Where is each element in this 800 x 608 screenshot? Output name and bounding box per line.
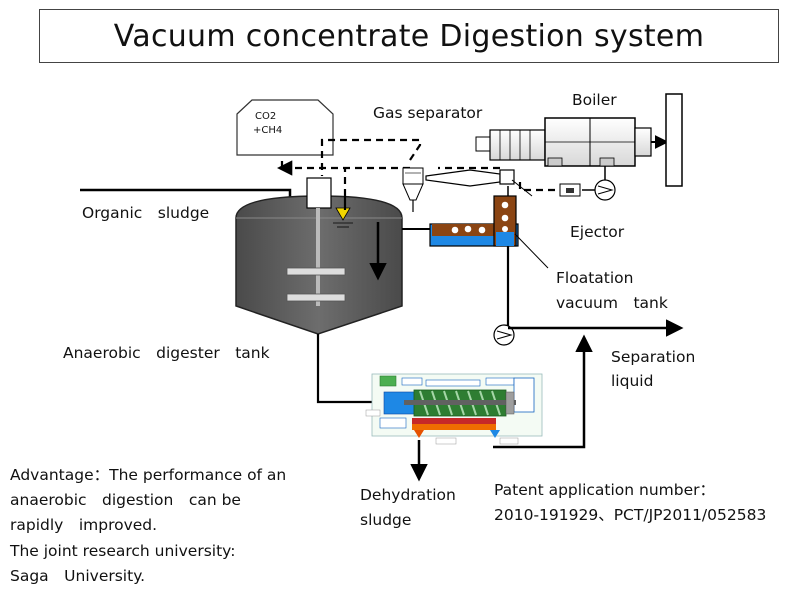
advantage-line-3: rapidly improved.: [10, 516, 158, 534]
label-ch4: +CH4: [253, 125, 283, 136]
university-line-1: The joint research university:: [10, 542, 236, 560]
university-line-2: Saga University.: [10, 567, 146, 585]
page-title: Vacuum concentrate Digestion system: [113, 18, 705, 54]
label-floatation-1: Floatation: [556, 269, 634, 287]
patent-line-1: Patent application number：: [494, 481, 716, 499]
label-organic-sludge: Organic sludge: [82, 204, 210, 222]
advantage-line-1: Advantage：The performance of an: [10, 466, 287, 484]
label-gas-separator: Gas separator: [373, 104, 483, 122]
label-separation-1: Separation: [611, 348, 696, 366]
label-boiler: Boiler: [572, 91, 617, 109]
separation-liquid-line: [493, 246, 684, 449]
label-dehydration-1: Dehydration: [360, 486, 456, 504]
floatation-tank: [429, 186, 549, 269]
gas-holder: [236, 99, 334, 156]
screw-press: [365, 373, 543, 445]
label-anaerobic-tank: Anaerobic digester tank: [63, 344, 270, 362]
digester-tank: [235, 177, 403, 335]
label-co2: CO2: [255, 111, 277, 122]
label-separation-2: liquid: [611, 372, 654, 390]
boiler: [475, 93, 683, 187]
gas-separator: [402, 167, 424, 212]
boiler-pump: [559, 166, 616, 201]
title-box: Vacuum concentrate Digestion system: [39, 9, 779, 63]
label-floatation-2: vacuum tank: [556, 294, 668, 312]
gas-dashed-lines: [276, 138, 555, 196]
digester-outlet-line: [316, 334, 376, 404]
ejector: [425, 169, 533, 197]
patent-line-2: 2010-191929、PCT/JP2011/052583: [494, 506, 767, 524]
advantage-line-2: anaerobic digestion can be: [10, 491, 241, 509]
label-ejector: Ejector: [570, 223, 625, 241]
label-dehydration-2: sludge: [360, 511, 412, 529]
